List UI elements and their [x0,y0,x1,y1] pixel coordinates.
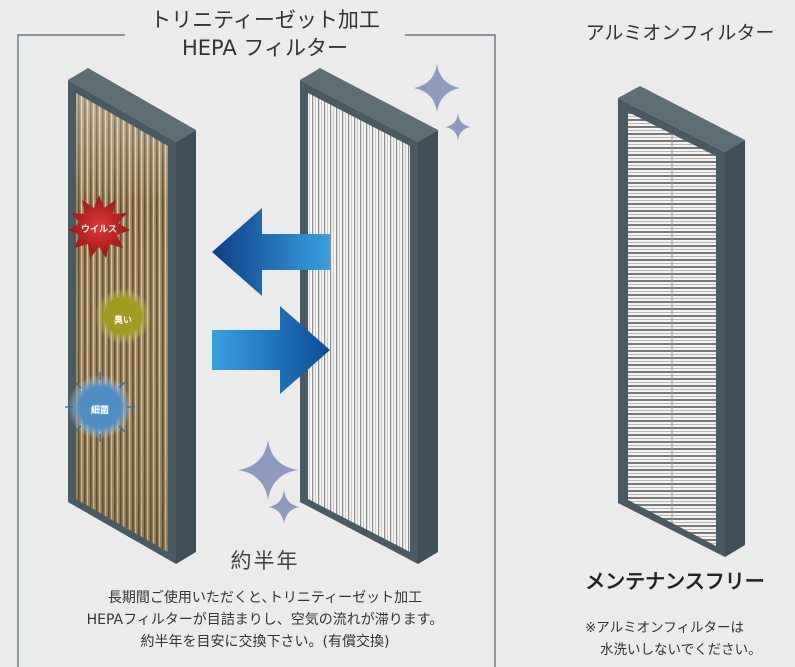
virus-label: ウイルス [80,225,117,235]
aluminum-filter [618,86,745,557]
replacement-period: 約半年 [230,549,300,573]
hepa-title-line1: トリニティーゼット加工 [150,8,380,32]
bacteria-label: 細菌 [90,406,109,416]
clean-hepa-filter [300,68,438,564]
virus-icon [68,195,130,258]
arrow-left-icon [212,208,330,296]
odor-icon [95,288,151,344]
aluminum-note-line1: ※アルミオンフィルターは [585,620,745,636]
hepa-title-line2: HEPA フィルター [181,36,348,60]
aluminum-title: アルミオンフィルター [585,22,775,44]
arrow-right-icon [212,306,330,394]
odor-label: 臭い [113,316,132,326]
bacteria-icon [65,372,135,442]
aluminum-note-line2: 水洗いしないでください。 [600,642,762,658]
maintenance-free-heading: メンテナンスフリー [585,569,765,593]
hepa-description-line1: 長期間ご使用いただくと､トリニティーゼット加工 [107,590,423,606]
hepa-description-line2: HEPAフィルターが目詰まりし、空気の流れが滞ります。 [86,612,444,628]
hepa-section-frame [17,34,496,667]
hepa-description-line3: 約半年を目安に交換下さい。(有償交換) [140,634,390,650]
sparkle-icon [238,64,471,524]
